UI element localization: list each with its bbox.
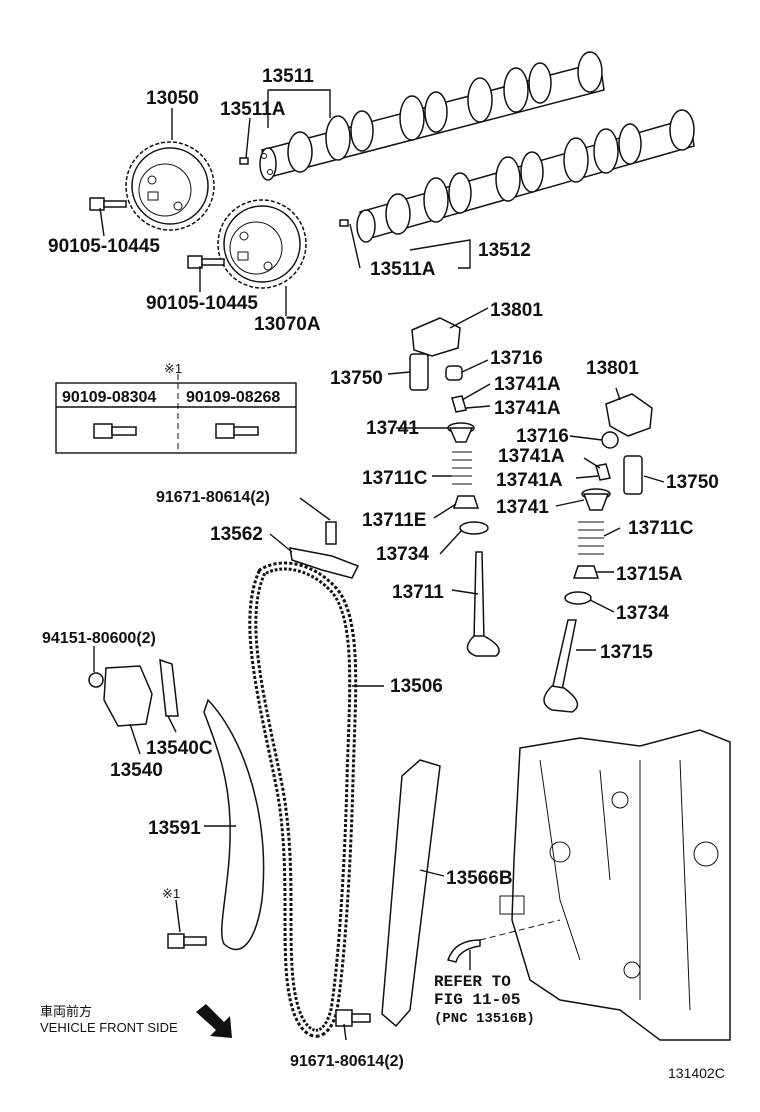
label-90105-10445-a: 90105-10445 [48, 236, 160, 257]
label-13511A-top: 13511A [220, 99, 286, 120]
tensioner-bolt-drawing [167, 933, 207, 949]
label-94151-80600: 94151-80600(2) [42, 630, 156, 647]
label-13716-b: 13716 [516, 426, 569, 447]
bolt-table-part-1: 90109-08304 [62, 389, 156, 406]
label-13562: 13562 [210, 524, 263, 545]
label-13070A: 13070A [254, 314, 321, 335]
label-13741-b: 13741 [496, 497, 549, 518]
vehicle-front-jp: 車両前方 [40, 1004, 92, 1020]
timing-chain-drawing [248, 561, 358, 1038]
label-13715A: 13715A [616, 564, 683, 585]
sprocket-bolt-a-drawing [89, 197, 127, 211]
reference-line-3: (PNC 13516B) [434, 1011, 535, 1027]
exhaust-camshaft-drawing [339, 109, 695, 243]
label-13741A-2: 13741A [494, 398, 561, 419]
label-13511A-bottom: 13511A [370, 259, 436, 280]
label-13750-b: 13750 [666, 472, 719, 493]
label-13741A-3: 13741A [498, 446, 565, 467]
label-13750-a: 13750 [330, 368, 383, 389]
reference-line-2: FIG 11-05 [434, 991, 520, 1009]
note-mark-bolt: ※1 [162, 886, 180, 901]
chain-tensioner-13540-drawing [88, 658, 179, 727]
label-13511: 13511 [262, 66, 314, 87]
tensioner-lever-13591-drawing [203, 698, 265, 951]
bolt-table-part-2: 90109-08268 [186, 389, 280, 406]
label-13734-a: 13734 [376, 544, 429, 565]
label-13050: 13050 [146, 88, 199, 109]
chain-guide-13566B-drawing [381, 759, 441, 1028]
label-13540C: 13540C [146, 738, 213, 759]
label-13711C-a: 13711C [362, 468, 428, 489]
valvetrain-exhaust-drawing [543, 393, 653, 713]
valvetrain-intake-drawing [409, 317, 500, 657]
label-13711C-b: 13711C [628, 518, 694, 539]
label-13711E: 13711E [362, 510, 426, 531]
label-13715: 13715 [600, 642, 653, 663]
label-91671-80614-bottom: 91671-80614(2) [290, 1053, 404, 1070]
label-13801-a: 13801 [490, 300, 543, 321]
label-91671-80614-top: 91671-80614(2) [156, 489, 270, 506]
label-13741-a: 13741 [366, 418, 419, 439]
engine-block-drawing [447, 729, 731, 1041]
label-90105-10445-b: 90105-10445 [146, 293, 258, 314]
label-13566B: 13566B [446, 868, 513, 889]
sprocket-bolt-b-drawing [187, 255, 225, 269]
chain-guide-13562-drawing [289, 521, 360, 579]
intake-camshaft-drawing [239, 51, 605, 181]
label-13734-b: 13734 [616, 603, 669, 624]
figure-id: 131402C [668, 1065, 725, 1081]
bolt-table-note-mark: ※1 [164, 361, 182, 376]
vehicle-front-en: VEHICLE FRONT SIDE [40, 1020, 178, 1035]
reference-line-1: REFER TO [434, 973, 511, 991]
label-13741A-4: 13741A [496, 470, 563, 491]
label-13540: 13540 [110, 760, 163, 781]
intake-cam-timing-gear-drawing [125, 141, 215, 231]
exhaust-cam-timing-gear-drawing [217, 199, 307, 289]
label-13711: 13711 [392, 582, 444, 603]
label-13506: 13506 [390, 676, 443, 697]
guide-bolt-drawing [335, 1009, 371, 1027]
label-13741A-1: 13741A [494, 374, 561, 395]
vehicle-front-arrow-icon [196, 1004, 232, 1038]
bolt-table [55, 374, 297, 454]
label-13591: 13591 [148, 818, 201, 839]
label-13801-b: 13801 [586, 358, 639, 379]
leader-lines [93, 89, 665, 1041]
label-13512: 13512 [478, 240, 531, 261]
label-13716-a: 13716 [490, 348, 543, 369]
